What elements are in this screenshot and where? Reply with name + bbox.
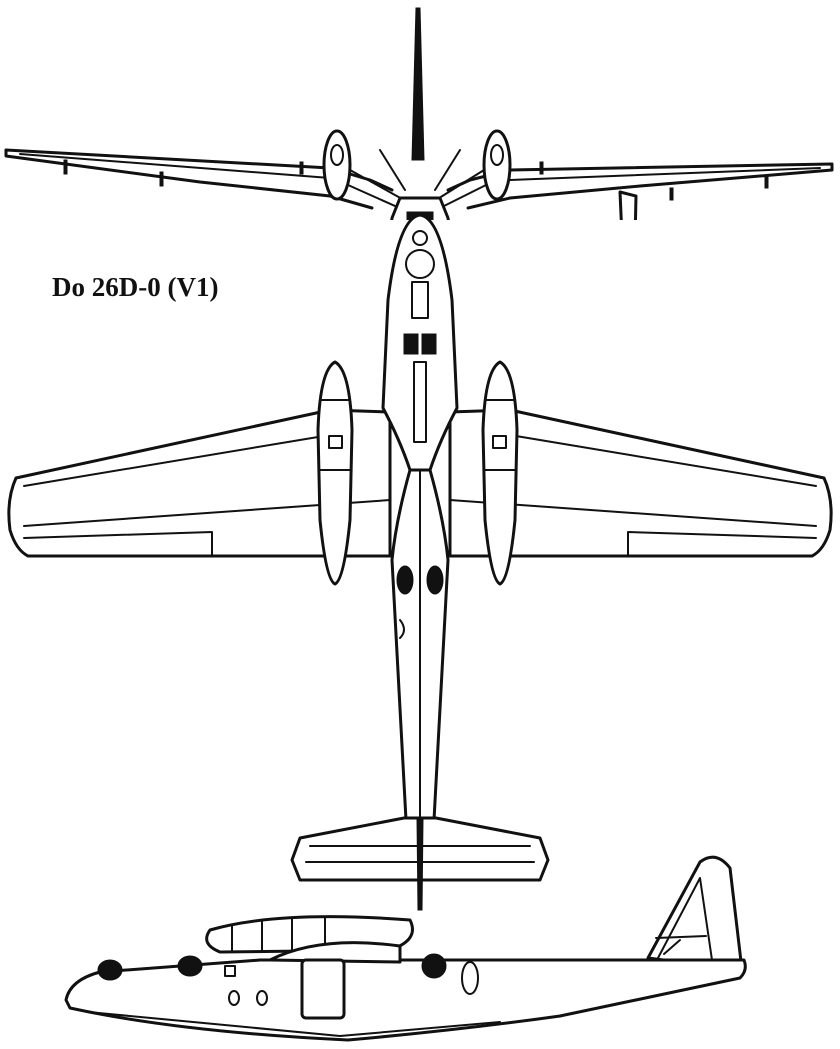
aircraft-label: Do 26D-0 (V1) (52, 272, 219, 302)
top-view (7, 213, 833, 911)
front-view (4, 7, 834, 220)
